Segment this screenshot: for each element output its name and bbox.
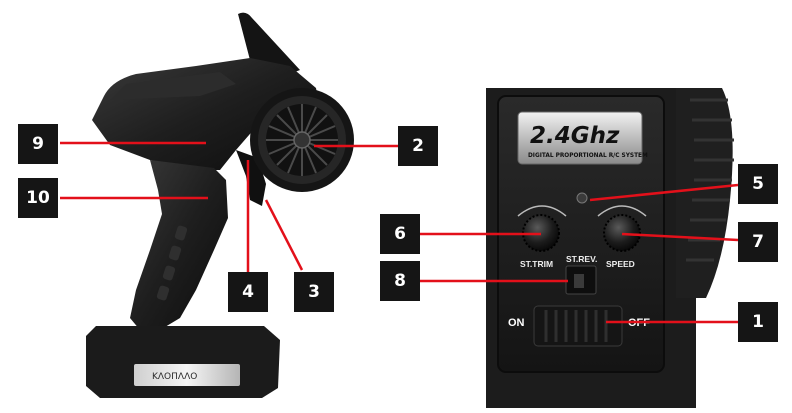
callout-2: 2	[398, 126, 438, 166]
callout-9-text: 9	[32, 134, 44, 154]
callout-8-text: 8	[394, 271, 406, 291]
st-trim-label: ST.TRIM	[520, 259, 553, 269]
speed-arc-indicator	[597, 205, 647, 217]
top-display-area	[110, 72, 236, 100]
callout-7: 7	[738, 222, 778, 262]
callout-2-text: 2	[412, 136, 424, 156]
base-logo-text: ΚΛΟΠΛΛΟ	[152, 372, 197, 382]
transmitter-side-view: ΚΛΟΠΛΛΟ	[86, 12, 354, 398]
callout-10: 10	[18, 178, 58, 218]
callout-5-text: 5	[752, 174, 764, 194]
callout-5: 5	[738, 164, 778, 204]
callout-7-text: 7	[752, 232, 764, 252]
base-stand	[86, 326, 280, 398]
st-rev-label: ST.REV.	[566, 254, 597, 264]
callout-8: 8	[380, 261, 420, 301]
callout-4-text: 4	[242, 282, 254, 302]
frequency-badge	[517, 111, 643, 165]
base-logo-plate	[134, 364, 240, 386]
callout-1-text: 1	[752, 312, 764, 332]
grip-handle	[130, 160, 228, 330]
speed-label: SPEED	[606, 259, 635, 269]
callout-1: 1	[738, 302, 778, 342]
callout-6: 6	[380, 214, 420, 254]
frequency-badge-sub: DIGITAL PROPORTIONAL R/C SYSTEM	[528, 153, 648, 159]
leader-lines	[60, 141, 739, 324]
leader-line-3	[264, 199, 304, 271]
leader-line-5	[589, 183, 739, 202]
callout-4: 4	[228, 272, 268, 312]
power-led	[576, 192, 588, 204]
control-panel-view: 2.4Ghz DIGITAL PROPORTIONAL R/C SYSTEM S…	[486, 88, 734, 408]
st-rev-switch-slider	[574, 274, 584, 288]
callout-10-text: 10	[26, 188, 50, 208]
st-trim-arc-indicator	[517, 205, 567, 217]
steering-wheel	[250, 88, 354, 192]
speed-knob	[603, 214, 641, 252]
leader-line-7	[621, 232, 739, 242]
callout-3: 3	[294, 272, 334, 312]
callout-3-text: 3	[308, 282, 320, 302]
frequency-badge-main: 2.4Ghz	[530, 123, 620, 149]
power-on-label: ON	[508, 317, 525, 329]
callout-9: 9	[18, 124, 58, 164]
callout-6-text: 6	[394, 224, 406, 244]
grip-slots	[156, 225, 188, 301]
